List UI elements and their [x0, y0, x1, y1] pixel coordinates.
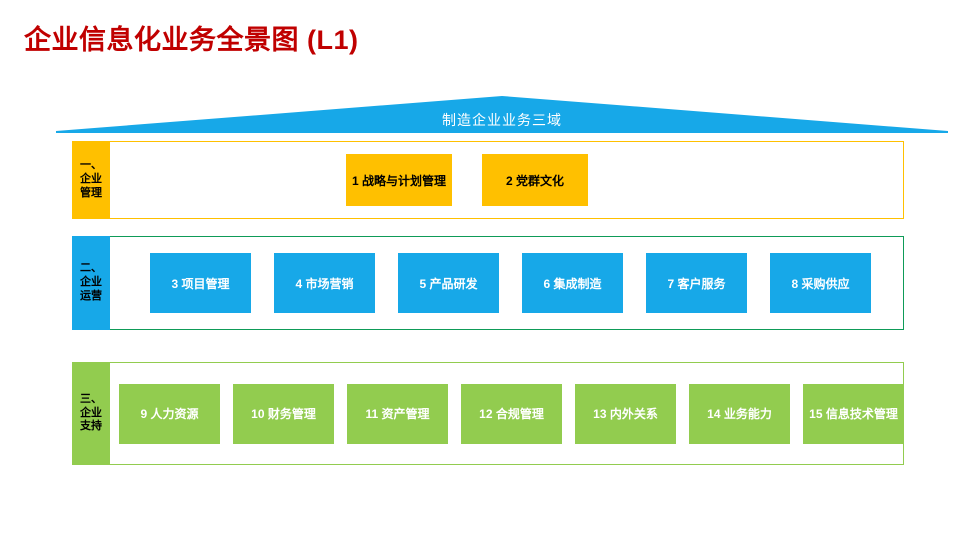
domain-card-2[interactable]: 2 党群文化	[482, 154, 588, 206]
domain-card-7[interactable]: 7 客户服务	[646, 253, 747, 313]
domain-card-4[interactable]: 4 市场营销	[274, 253, 375, 313]
band-enterprise-management: 一、 企业 管理 1 战略与计划管理 2 党群文化	[72, 141, 904, 219]
domain-card-14[interactable]: 14 业务能力	[689, 383, 790, 444]
band-label-line: 支持	[80, 420, 102, 433]
band-label-line: 一、	[80, 159, 102, 172]
band-label-line: 企业	[80, 276, 102, 289]
domain-card-15[interactable]: 15 信息技术管理	[803, 383, 904, 444]
domain-card-10[interactable]: 10 财务管理	[233, 383, 334, 444]
domain-card-8[interactable]: 8 采购供应	[770, 253, 871, 313]
roof-triangle-shape	[56, 96, 948, 133]
band-label-line: 运营	[80, 289, 102, 302]
band-label-line: 二、	[80, 262, 102, 275]
band-label-line: 企业	[80, 173, 102, 186]
band-label-enterprise-operation: 二、 企业 运营	[72, 236, 110, 330]
band-enterprise-support: 三、 企业 支持 9 人力资源 10 财务管理 11 资产管理 12 合规管理 …	[72, 362, 904, 465]
domain-card-9[interactable]: 9 人力资源	[119, 383, 220, 444]
band-label-line: 企业	[80, 406, 102, 419]
band-label-line: 三、	[80, 392, 102, 405]
band-body-enterprise-operation: 3 项目管理 4 市场营销 5 产品研发 6 集成制造 7 客户服务 8 采购供…	[110, 237, 903, 329]
domain-card-6[interactable]: 6 集成制造	[522, 253, 623, 313]
domain-card-11[interactable]: 11 资产管理	[347, 383, 448, 444]
domain-card-5[interactable]: 5 产品研发	[398, 253, 499, 313]
page-title: 企业信息化业务全景图 (L1)	[24, 25, 359, 55]
band-enterprise-operation: 二、 企业 运营 3 项目管理 4 市场营销 5 产品研发 6 集成制造 7 客…	[72, 236, 904, 330]
domain-card-3[interactable]: 3 项目管理	[150, 253, 251, 313]
band-body-enterprise-support: 9 人力资源 10 财务管理 11 资产管理 12 合规管理 13 内外关系 1…	[110, 363, 904, 464]
band-label-enterprise-management: 一、 企业 管理	[72, 141, 110, 219]
band-body-enterprise-management: 1 战略与计划管理 2 党群文化	[110, 142, 903, 218]
band-label-line: 管理	[80, 186, 102, 199]
roof-banner: 制造企业业务三域	[56, 96, 948, 133]
domain-card-1[interactable]: 1 战略与计划管理	[346, 154, 452, 206]
domain-card-12[interactable]: 12 合规管理	[461, 383, 562, 444]
domain-card-13[interactable]: 13 内外关系	[575, 383, 676, 444]
band-label-enterprise-support: 三、 企业 支持	[72, 362, 110, 465]
